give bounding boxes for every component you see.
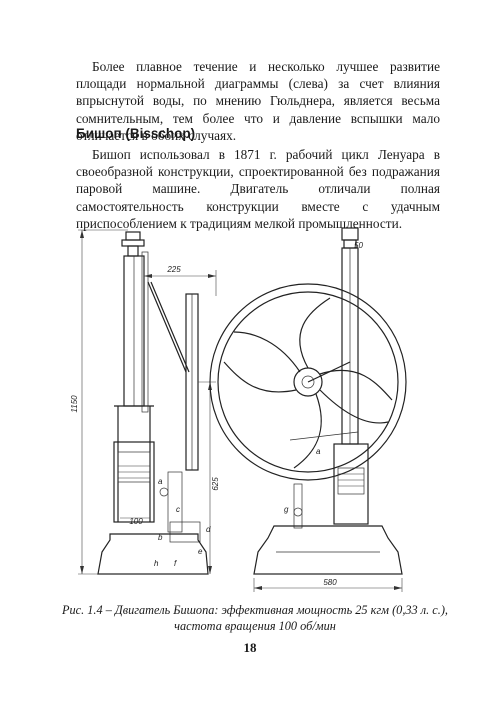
dim-width-bottom: 580 [323,578,337,587]
label-b: b [158,533,163,542]
engine-drawing: 1150 225 625 [70,227,407,592]
caption-line-2: частота вращения 100 об/мин [174,619,336,633]
label-e: e [198,547,203,556]
side-view: 1150 225 625 [70,229,220,575]
label-f: f [174,559,177,568]
caption-line-1: Рис. 1.4 – Двигатель Бишопа: эффективная… [61,603,448,617]
label-a-front: a [316,447,321,456]
dim-piston: 100 [129,517,143,526]
dim-small: 50 [354,241,363,250]
dim-height-lower: 625 [211,477,220,491]
section-heading: Бишоп (Bisschop) [76,126,196,141]
paragraph-2: Бишоп использовал в 1871 г. рабочий цикл… [76,147,440,231]
page-number: 18 [243,640,257,655]
figure-caption: Рис. 1.4 – Двигатель Бишопа: эффективная… [60,602,450,634]
label-c: c [176,505,180,514]
label-a: a [158,477,163,486]
dim-width-top: 225 [166,265,181,274]
front-view: 50 a g [209,227,407,592]
label-h: h [154,559,159,568]
dim-height-total: 1150 [70,395,79,413]
paragraph-1: Более плавное течение и несколько лучшее… [76,59,440,143]
label-d: d [206,525,211,534]
label-g: g [284,505,289,514]
